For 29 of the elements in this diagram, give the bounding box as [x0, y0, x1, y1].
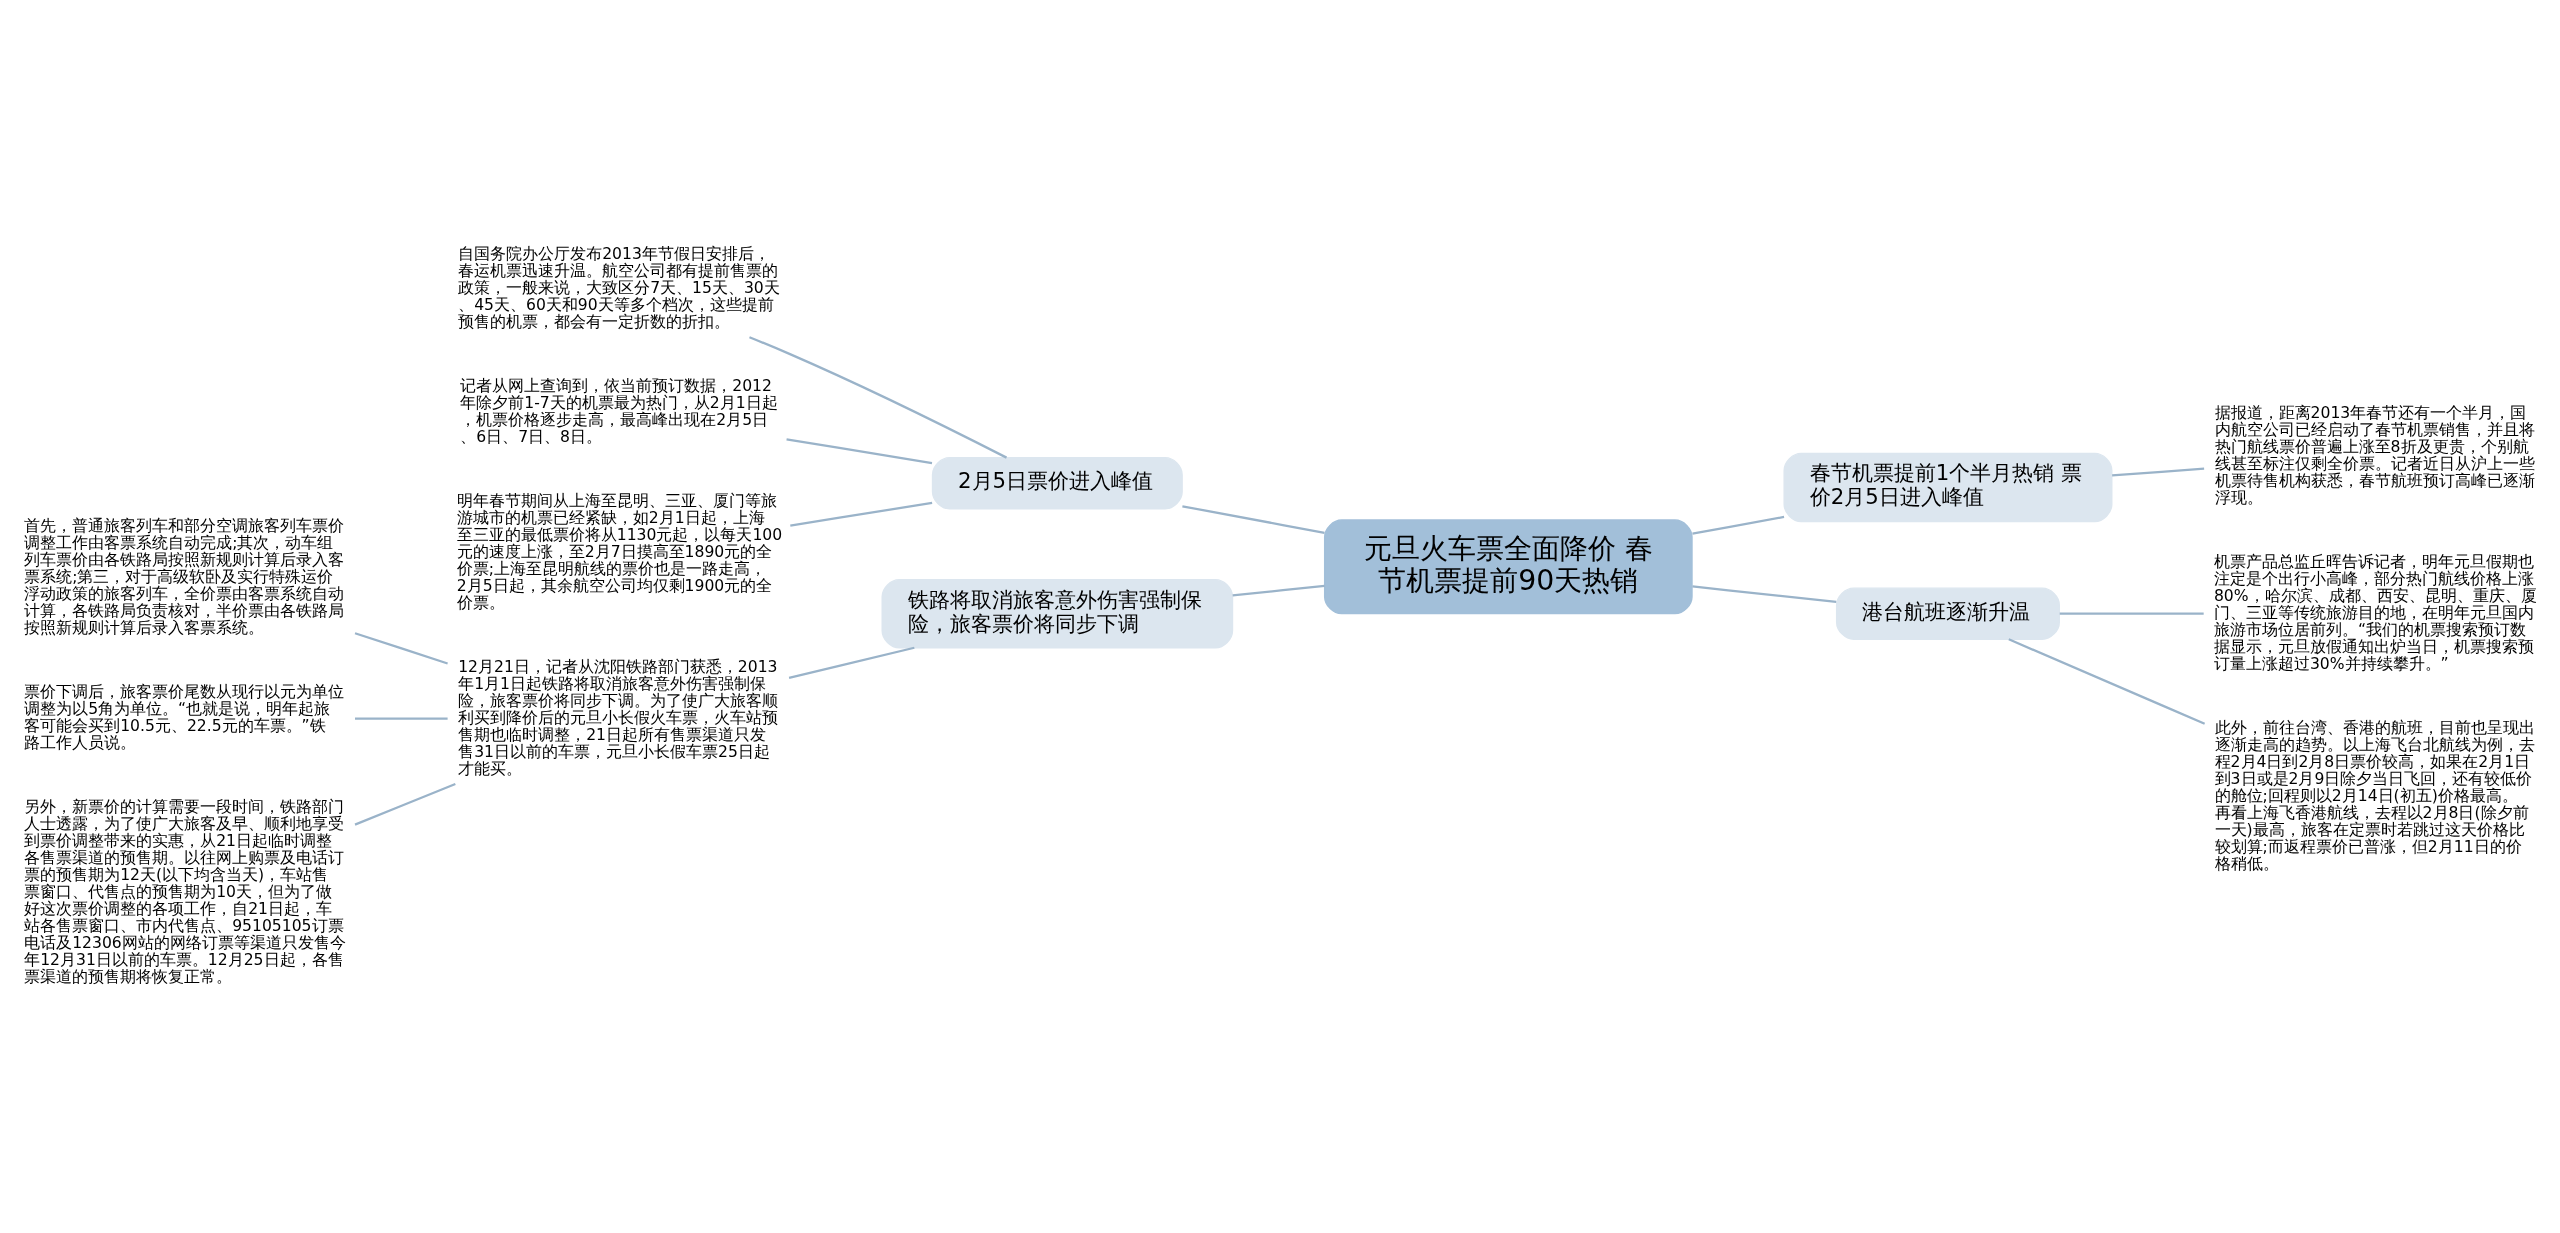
connector: [1692, 585, 1837, 603]
connector: [2112, 467, 2205, 477]
connector: [2059, 612, 2204, 615]
connector: [1692, 515, 1785, 535]
connector: [788, 646, 915, 679]
node-text: 票价下调后，旅客票价尾数从现行以元为单位调整为以5角为单位。“也就是说，明年起旅客可能会买到10.5元、22.5元的车票。”铁路工作人员说。: [24, 683, 345, 753]
node-text: 12月21日，记者从沈阳铁路部门获悉，2013年1月1日起铁路将取消旅客意外伤害强制保险，旅客票价将同步下调。为了使广大旅客顺利买到降价后的元旦小长假火车票，火车站预售期也临时调整，21日起所有售票渠道只发售31日以前的车票，元旦小长假车票25日起才能买。: [458, 657, 779, 778]
connector: [1232, 584, 1325, 597]
connector: [2008, 638, 2206, 725]
node-text: 另外，新票价的计算需要一段时间，铁路部门人士透露，为了使广大旅客及早、顺利地享受到票价调整带来的实惠，从21日起临时调整各售票渠道的预售期。以往网上购票及电话订票的预售期为12天(以下均含当天)，车站售票窗口、代售点的预售期为10天，但为了做好这次票价调整的各项工作，自21日起，车站各售票窗口、市内代售点、95105105订票电话及12306网站的网络订票等渠道只发售今年12月31日以前的车票。12月25日起，各售票渠道的预售期将恢复正常。: [24, 797, 346, 987]
node-box: 铁路将取消旅客意外伤害强制保险，旅客票价将同步下调: [881, 578, 1234, 649]
connector: [1182, 505, 1325, 534]
node-box: 港台航班逐渐升温: [1835, 587, 2060, 640]
connector: [354, 632, 448, 665]
node-text: 自国务院办公厅发布2013年节假日安排后，春运机票迅速升温。航空公司都有提前售票的政策，一般来说，大致区分7天、15天、30天、45天、60天和90天等多个档次，这些提前预售的机票，都会有一定折数的折扣。: [458, 244, 780, 331]
node-text: 明年春节期间从上海至昆明、三亚、厦门等旅游城市的机票已经紧缺，如2月1日起，上海至三亚的最低票价将从1130元起，以每天100元的速度上涨，至2月7日摸高至1890元的全价票;上海至昆明航线的票价也是一路走高，2月5日起，其余航空公司均仅剩1900元的全价票。: [456, 491, 783, 612]
node-text: 记者从网上查询到，依当前预订数据，2012年除夕前1-7天的机票最为热门，从2月1日起，机票价格逐步走高，最高峰出现在2月5日、6日、7日、8日。: [460, 376, 778, 446]
connector: [354, 782, 456, 826]
node-text: 据报道，距离2013年春节还有一个半月，国内航空公司已经启动了春节机票销售，并且将热门航线票价普遍上涨至8折及更贵，个别航线甚至标注仅剩全价票。记者近日从沪上一些机票待售机构获悉，春节航班预订高峰已逐渐浮现。: [2214, 403, 2535, 507]
connector: [355, 717, 448, 720]
node-box: 元旦火车票全面降价 春节机票提前90天热销: [1323, 519, 1693, 615]
node-box: 春节机票提前1个半月热销 票价2月5日进入峰值: [1783, 452, 2113, 523]
connector: [786, 438, 933, 465]
node-text: 此外，前往台湾、香港的航班，目前也呈现出逐渐走高的趋势。以上海飞台北航线为例，去程2月4日到2月8日票价较高，如果在2月1日到3日或是2月9日除夕当日飞回，还有较低价的舱位;回程则以2月14日(初五)价格最高。再看上海飞香港航线，去程以2月8日(除夕前一天)最高，旅客在定票时若跳过这天价格比较划算;而返程票价已普涨，但2月11日的价格稍低。: [2214, 718, 2535, 873]
node-box: 2月5日票价进入峰值: [931, 456, 1183, 510]
node-text: 首先，普通旅客列车和部分空调旅客列车票价调整工作由客票系统自动完成;其次，动车组列车票价由各铁路局按照新规则计算后录入客票系统;第三，对于高级软卧及实行特殊运价浮动政策的旅客列车，全价票由客票系统自动计算，各铁路局负责核对，半价票由各铁路局按照新规则计算后录入客票系统。: [24, 517, 345, 638]
connector: [790, 501, 933, 527]
connector: [749, 336, 1008, 459]
node-text: 机票产品总监丘晖告诉记者，明年元旦假期也注定是个出行小高峰，部分热门航线价格上涨80%，哈尔滨、成都、西安、昆明、重庆、厦门、三亚等传统旅游目的地，在明年元旦国内旅游市场位居前列。“我们的机票搜索预订数据显示，元旦放假通知出炉当日，机票搜索预订量上涨超过30%并持续攀升。”: [2213, 552, 2537, 673]
